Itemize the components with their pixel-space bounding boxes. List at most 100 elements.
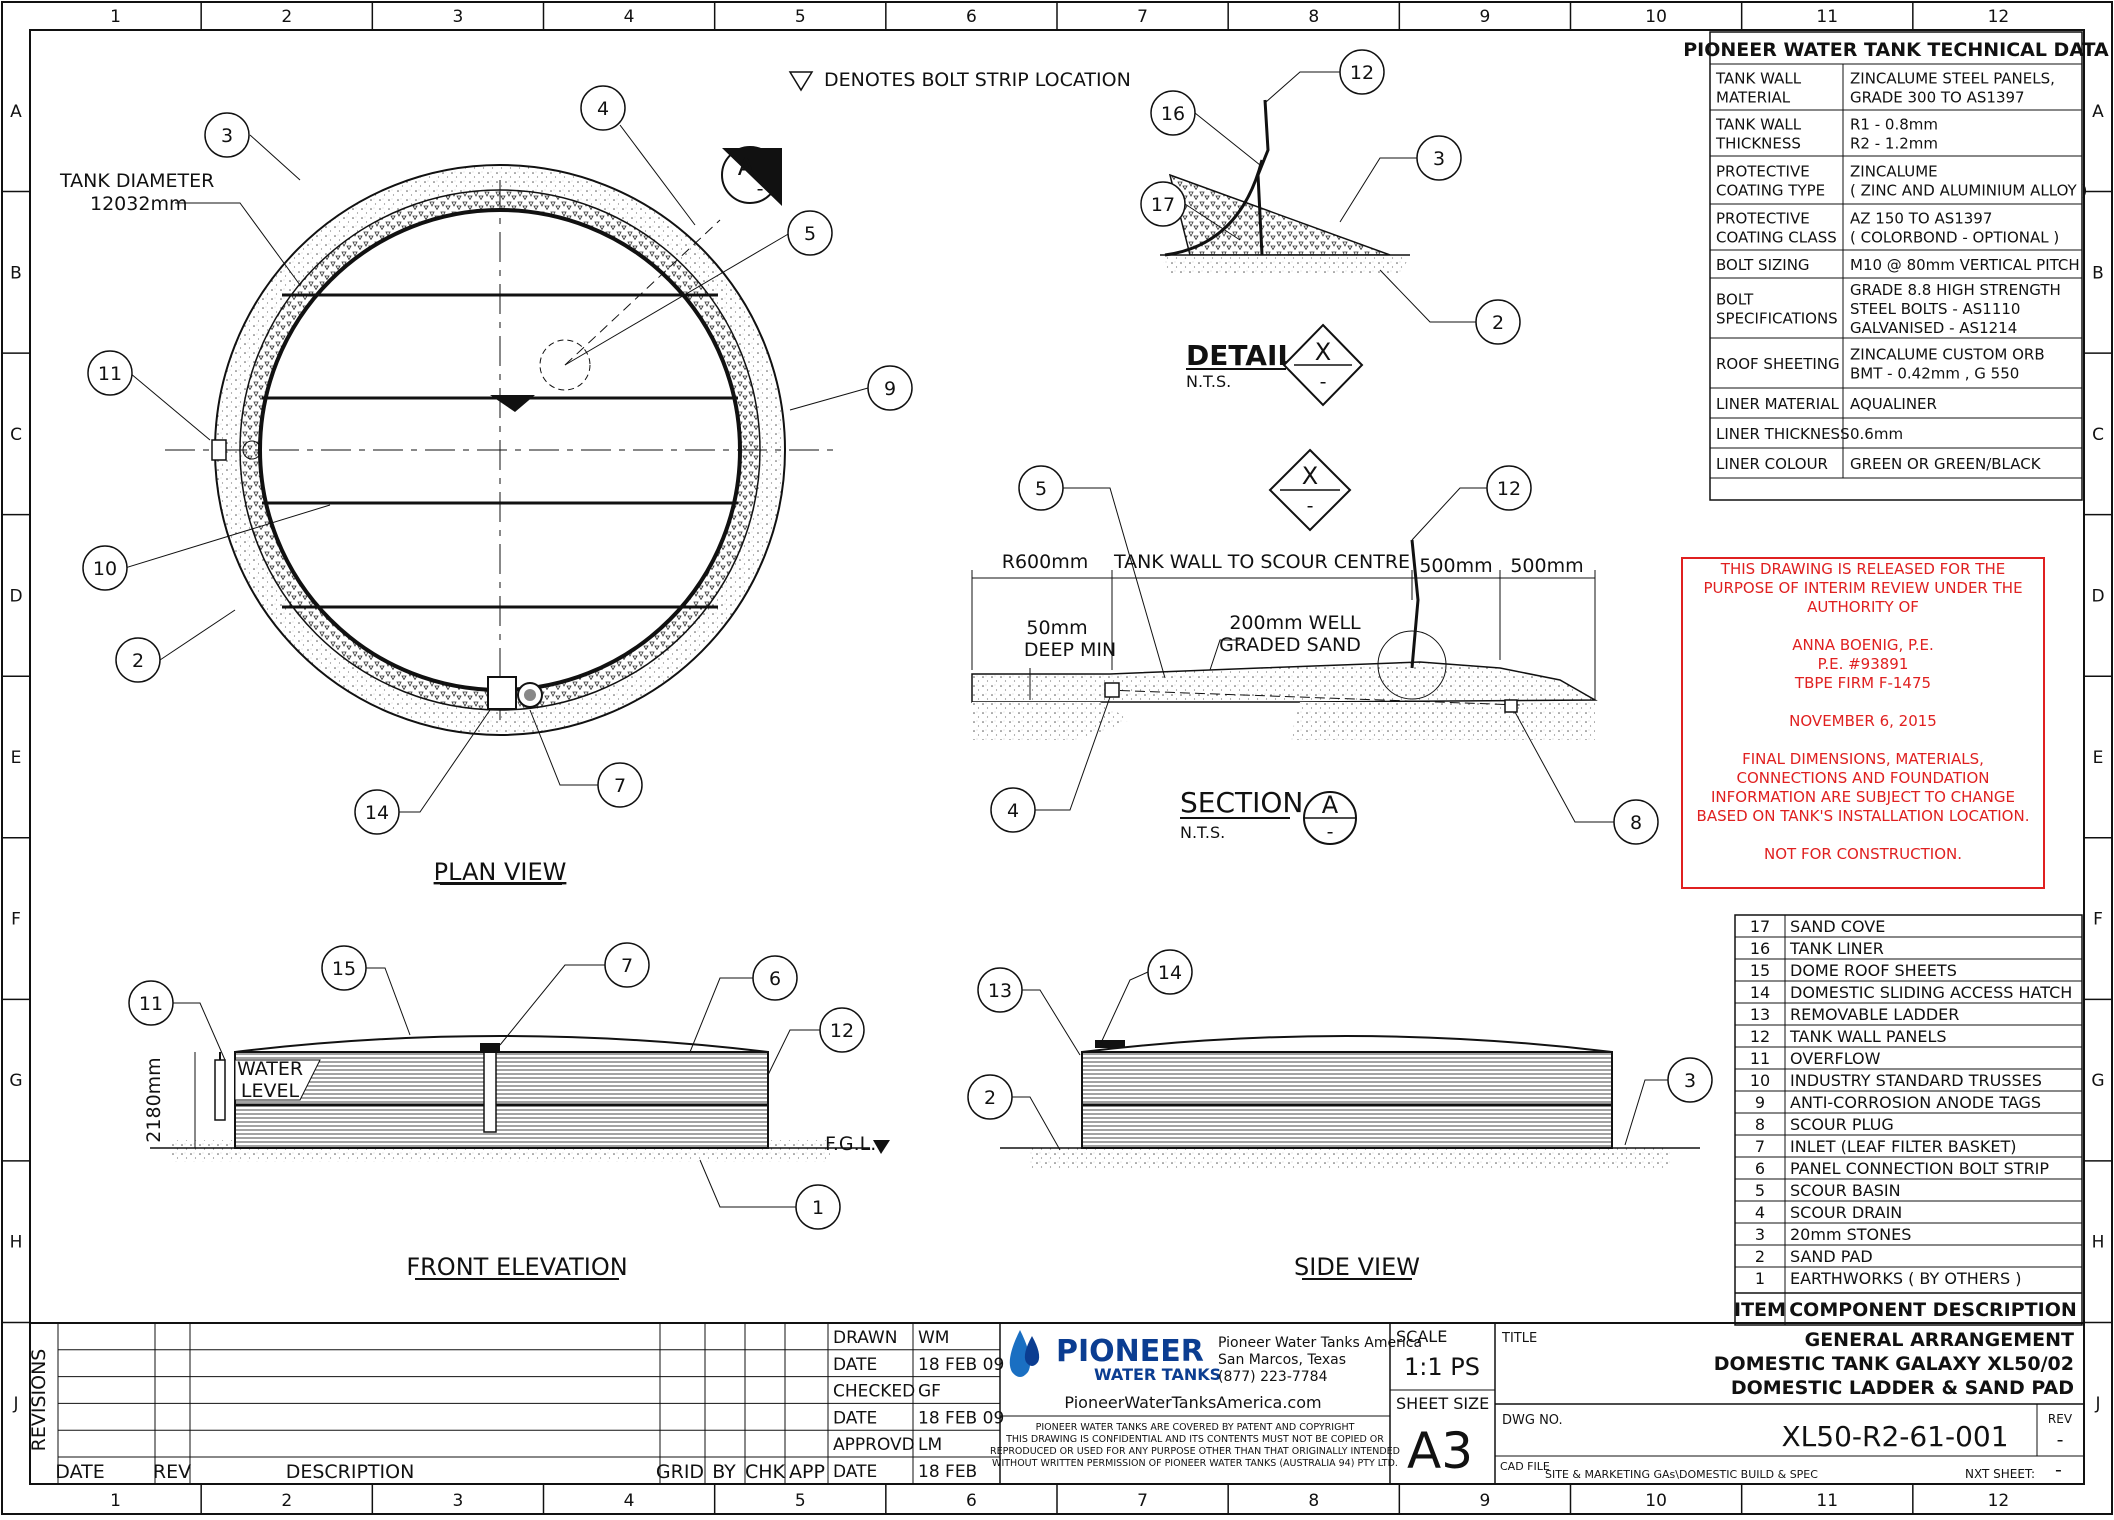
company-city: San Marcos, Texas bbox=[1218, 1352, 1346, 1368]
next-sheet-value: - bbox=[2055, 1459, 2062, 1481]
callout-6: 6 bbox=[689, 955, 798, 1053]
dim-deep-min: DEEP MIN bbox=[1024, 639, 1116, 661]
component-item-desc: INDUSTRY STANDARD TRUSSES bbox=[1790, 1071, 2042, 1090]
scale-value: 1:1 PS bbox=[1404, 1353, 1480, 1381]
component-item-desc: SCOUR PLUG bbox=[1790, 1115, 1894, 1134]
grid-row-left-G: G bbox=[9, 1071, 22, 1091]
grid-col-top-11: 11 bbox=[1816, 7, 1838, 27]
callout-5: 5 bbox=[564, 210, 833, 366]
grid-col-top-7: 7 bbox=[1137, 7, 1148, 27]
callout-2: 2 bbox=[115, 609, 236, 683]
svg-text:12: 12 bbox=[1350, 62, 1374, 84]
company-url: PioneerWaterTanksAmerica.com bbox=[1064, 1393, 1321, 1412]
component-item-desc: PANEL CONNECTION BOLT STRIP bbox=[1790, 1159, 2049, 1178]
component-item-number: 9 bbox=[1755, 1093, 1765, 1112]
company-name: Pioneer Water Tanks America bbox=[1218, 1335, 1422, 1351]
section-marker-label: A bbox=[738, 153, 755, 181]
svg-text:16: 16 bbox=[1161, 103, 1185, 125]
section-marker-sub: - bbox=[757, 178, 764, 200]
sheet-size-value: A3 bbox=[1407, 1422, 1473, 1480]
brand-name: PIONEER bbox=[1056, 1334, 1204, 1369]
callout-2-detail: 2 bbox=[1379, 269, 1521, 345]
grid-row-right-D: D bbox=[2091, 586, 2104, 606]
svg-text:15: 15 bbox=[332, 958, 356, 980]
legal-line: WITHOUT WRITTEN PERMISSION OF PIONEER WA… bbox=[992, 1458, 1398, 1469]
svg-text:5: 5 bbox=[1035, 478, 1047, 500]
grid-row-left-D: D bbox=[9, 586, 22, 606]
tech-key: MATERIAL bbox=[1716, 89, 1791, 107]
callout-16: 16 bbox=[1150, 90, 1261, 166]
component-item-number: 1 bbox=[1755, 1269, 1765, 1288]
grid-row-left-H: H bbox=[10, 1233, 23, 1253]
svg-text:13: 13 bbox=[988, 980, 1012, 1002]
tech-value: 0.6mm bbox=[1850, 425, 1903, 443]
component-item-desc: INLET (LEAF FILTER BASKET) bbox=[1790, 1137, 2016, 1156]
tech-value: GRADE 8.8 HIGH STRENGTH bbox=[1850, 281, 2061, 299]
tech-key: BOLT SIZING bbox=[1716, 256, 1810, 274]
approval-value: GF bbox=[918, 1382, 941, 1402]
grid-col-top-12: 12 bbox=[1988, 7, 2010, 27]
grid-row-right-A: A bbox=[2092, 102, 2104, 122]
component-item-desc: EARTHWORKS ( BY OTHERS ) bbox=[1790, 1269, 2021, 1288]
next-sheet-label: NXT SHEET: bbox=[1965, 1467, 2035, 1481]
rev-header-chk: CHK bbox=[745, 1461, 786, 1483]
title-line-3: DOMESTIC LADDER & SAND PAD bbox=[1731, 1377, 2074, 1399]
plan-view: A - TANK DIAMETER 12032mm PLAN VIEW bbox=[59, 146, 835, 886]
callout-11-front: 11 bbox=[128, 980, 226, 1061]
callout-12-section: 12 bbox=[1411, 465, 1532, 541]
svg-text:2: 2 bbox=[984, 1087, 996, 1109]
grid-row-left-A: A bbox=[10, 102, 22, 122]
tech-value: GALVANISED - AS1214 bbox=[1850, 319, 2017, 337]
grid-row-right-G: G bbox=[2091, 1071, 2104, 1091]
scale-label: SCALE bbox=[1396, 1327, 1447, 1346]
water-drop-icon bbox=[1009, 1330, 1031, 1377]
dim-500a: 500mm bbox=[1419, 555, 1492, 577]
svg-text:14: 14 bbox=[365, 802, 389, 824]
grid-row-left-J: J bbox=[12, 1394, 18, 1414]
component-header-item: ITEM bbox=[1734, 1299, 1786, 1321]
grid-col-bottom-6: 6 bbox=[966, 1491, 977, 1511]
dim-sand-1: 200mm WELL bbox=[1229, 612, 1361, 634]
component-item-number: 16 bbox=[1750, 939, 1770, 958]
tech-value: ( COLORBOND - OPTIONAL ) bbox=[1850, 229, 2059, 247]
callout-17: 17 bbox=[1140, 181, 1241, 241]
svg-text:5: 5 bbox=[804, 223, 816, 245]
tech-value: ZINCALUME STEEL PANELS, bbox=[1850, 70, 2055, 88]
svg-text:4: 4 bbox=[1007, 800, 1019, 822]
grid-col-bottom-1: 1 bbox=[110, 1491, 121, 1511]
callout-14-side: 14 bbox=[1099, 949, 1193, 1046]
component-item-desc: DOMESTIC SLIDING ACCESS HATCH bbox=[1790, 983, 2072, 1002]
grid-col-top-5: 5 bbox=[795, 7, 806, 27]
tech-value: AZ 150 TO AS1397 bbox=[1850, 210, 1992, 228]
dwg-no-label: DWG NO. bbox=[1502, 1413, 1563, 1428]
component-item-desc: OVERFLOW bbox=[1790, 1049, 1881, 1068]
tech-key: COATING CLASS bbox=[1716, 229, 1837, 247]
component-item-number: 5 bbox=[1755, 1181, 1765, 1200]
approval-key: DRAWN bbox=[833, 1328, 897, 1348]
stamp-line: TBPE FIRM F-1475 bbox=[1794, 674, 1931, 692]
tech-value: R1 - 0.8mm bbox=[1850, 116, 1938, 134]
rev-header-by: BY bbox=[712, 1461, 736, 1483]
grid-col-top-6: 6 bbox=[966, 7, 977, 27]
svg-text:4: 4 bbox=[597, 98, 609, 120]
component-item-desc: SCOUR BASIN bbox=[1790, 1181, 1901, 1200]
brand-sub: WATER TANKS bbox=[1094, 1365, 1221, 1384]
component-header-desc: COMPONENT DESCRIPTION bbox=[1789, 1299, 2077, 1321]
callout-1: 1 bbox=[699, 1159, 841, 1230]
tech-value: ZINCALUME bbox=[1850, 163, 1938, 181]
water-level-1: WATER bbox=[237, 1058, 303, 1080]
component-item-number: 12 bbox=[1750, 1027, 1770, 1046]
section-a: R600mm TANK WALL TO SCOUR CENTRE 500mm 5… bbox=[971, 448, 1598, 845]
stamp-line: P.E. #93891 bbox=[1818, 655, 1909, 673]
detail-x-title: DETAIL bbox=[1186, 339, 1295, 372]
component-item-number: 8 bbox=[1755, 1115, 1765, 1134]
legal-line: REPRODUCED OR USED FOR ANY PURPOSE OTHER… bbox=[990, 1446, 1400, 1457]
front-elevation-title: FRONT ELEVATION bbox=[406, 1253, 627, 1281]
callout-2-side: 2 bbox=[967, 1074, 1061, 1151]
approval-value: 18 FEB 09 bbox=[918, 1408, 1004, 1428]
stamp-line: PURPOSE OF INTERIM REVIEW UNDER THE bbox=[1703, 579, 2022, 597]
tech-key: LINER MATERIAL bbox=[1716, 395, 1839, 413]
